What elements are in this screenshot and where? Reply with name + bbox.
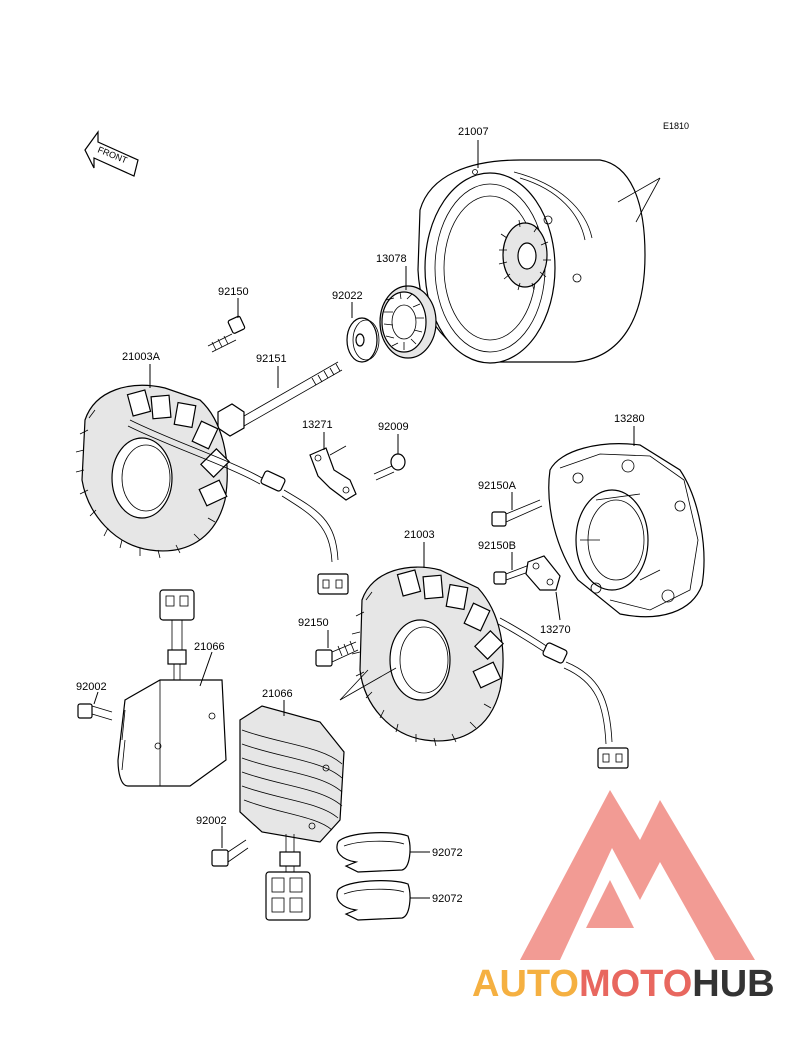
automotohub-logo-icon	[520, 790, 755, 960]
generator-cover-drawing	[548, 443, 705, 618]
label-92072-bottom: 92072	[432, 893, 463, 905]
bolt-regulator-b-drawing	[211, 839, 249, 867]
label-21066-left: 21066	[194, 641, 225, 653]
bolt-mid-drawing	[315, 640, 359, 667]
bracket-drawing	[309, 445, 357, 501]
label-92022: 92022	[332, 290, 363, 302]
label-13270: 13270	[540, 624, 571, 636]
label-92150A: 92150A	[478, 480, 517, 492]
watermark-text: AUTOMOTOHUB	[472, 963, 775, 1005]
label-13280: 13280	[614, 413, 645, 425]
label-92151: 92151	[256, 353, 287, 365]
plate-drawing	[525, 555, 561, 591]
label-21003: 21003	[404, 529, 435, 541]
label-21007: 21007	[458, 126, 489, 138]
bolt-top-drawing	[207, 315, 246, 353]
label-92009: 92009	[378, 421, 409, 433]
clamp-b-drawing	[336, 880, 411, 921]
bolt-regulator-a-drawing	[77, 703, 113, 721]
flywheel-rotor-drawing	[417, 159, 661, 364]
label-92002-right: 92002	[196, 815, 227, 827]
clamp-a-drawing	[336, 832, 411, 873]
front-arrow-icon: FRONT	[84, 130, 139, 177]
label-21003A: 21003A	[122, 351, 161, 363]
regulator-b-drawing	[239, 705, 345, 921]
label-13078: 13078	[376, 253, 407, 265]
bolt-a-drawing	[491, 499, 543, 527]
long-bolt-drawing	[217, 361, 343, 437]
label-92150-mid: 92150	[298, 617, 329, 629]
starter-gear-drawing	[379, 285, 437, 359]
label-92150B: 92150B	[478, 540, 516, 552]
label-21066-right: 21066	[262, 688, 293, 700]
label-92150-top: 92150	[218, 286, 249, 298]
washer-drawing	[346, 317, 380, 363]
label-92002-left: 92002	[76, 681, 107, 693]
screw-drawing	[373, 453, 406, 481]
regulator-a-drawing	[117, 589, 227, 787]
stator-drawing	[339, 566, 629, 769]
ref-code: E1810	[663, 121, 689, 131]
stator-a-drawing	[75, 384, 349, 595]
label-13271: 13271	[302, 419, 333, 431]
label-92072-top: 92072	[432, 847, 463, 859]
